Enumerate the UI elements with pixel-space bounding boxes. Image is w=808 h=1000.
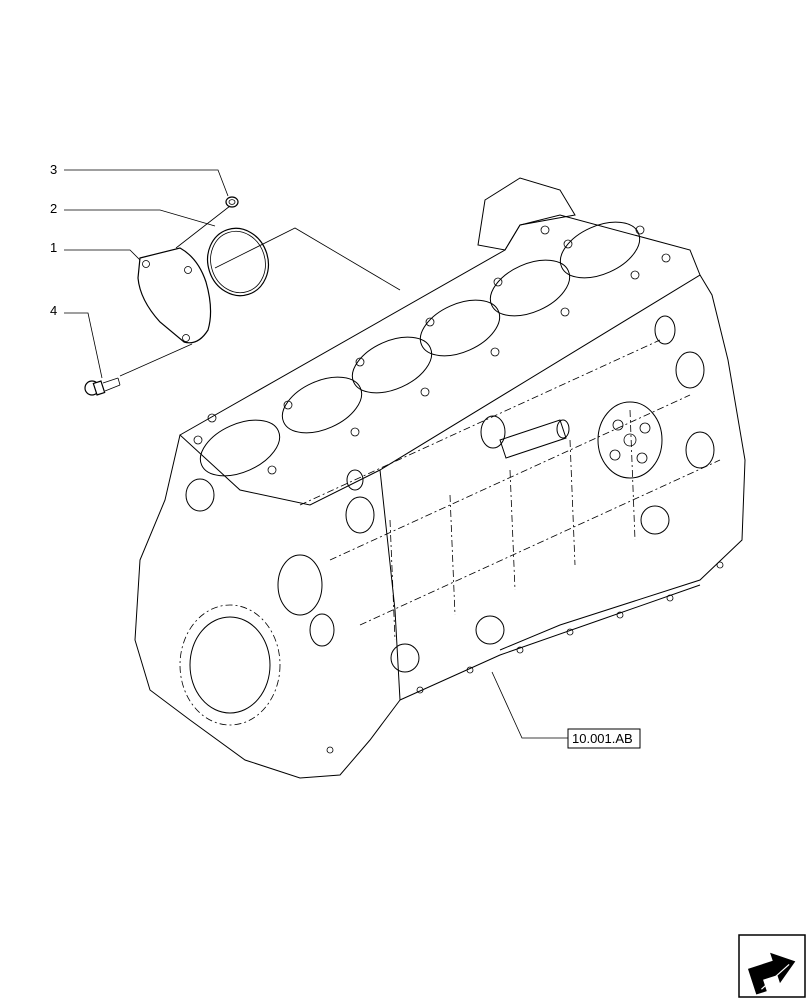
front-aux-bore <box>309 613 335 647</box>
crankcase-line-lower <box>359 459 721 626</box>
callout-label-4: 4 <box>50 303 57 318</box>
callout-3[interactable]: 3 <box>50 162 229 197</box>
callout-label-2: 2 <box>50 201 57 216</box>
callout-2[interactable]: 2 <box>50 201 216 227</box>
assembly-line <box>214 227 401 291</box>
reference-box <box>567 728 641 749</box>
cylinder-bore-4 <box>419 299 501 357</box>
callout-4[interactable]: 4 <box>50 303 103 379</box>
cylinder-bore-6 <box>559 221 641 279</box>
leader-cover-to-bolt <box>119 343 193 377</box>
flange-bolt <box>84 377 121 396</box>
cylinder-bore-3 <box>351 336 433 394</box>
rib-1 <box>389 519 396 641</box>
cover-hole-1 <box>142 260 150 268</box>
block-rear-face <box>499 274 746 651</box>
large-o-ring <box>206 227 270 297</box>
crankcase-line-middle <box>329 394 691 561</box>
cover-plate <box>137 247 212 344</box>
callout-1[interactable]: 1 <box>50 240 143 263</box>
reference-label: 10.001.AB <box>572 731 633 746</box>
reference-leader-line <box>491 671 568 739</box>
oil-gallery-tube <box>499 419 567 459</box>
rib-2 <box>449 494 456 616</box>
rear-port-1 <box>675 351 705 389</box>
rib-5 <box>629 409 636 541</box>
rear-port-2 <box>685 431 715 469</box>
front-boss <box>185 478 215 512</box>
rear-gear <box>597 401 663 479</box>
front-crank-bore-outer <box>179 604 281 726</box>
rear-port-3 <box>640 505 670 535</box>
front-cam-bore <box>277 554 323 616</box>
block-front-side <box>134 434 401 779</box>
leader-line-4 <box>64 312 103 379</box>
page-forward-arrow-icon[interactable] <box>738 934 806 998</box>
callout-label-3: 3 <box>50 162 57 177</box>
cylinder-bore-2 <box>281 376 363 434</box>
rib-3 <box>509 469 516 591</box>
leader-ring-small <box>175 205 231 249</box>
block-bottom-rail <box>399 584 701 701</box>
leader-line-1 <box>64 249 143 263</box>
callout-label-1: 1 <box>50 240 57 255</box>
side-boss-1 <box>345 496 375 534</box>
crankcase-line-upper <box>299 339 661 506</box>
rib-4 <box>569 439 576 566</box>
reference-callout[interactable]: 10.001.AB <box>491 671 641 749</box>
engine-block <box>134 177 746 779</box>
front-crank-bore <box>189 616 271 714</box>
leader-line-3 <box>64 169 229 197</box>
lower-boss-2 <box>475 615 505 645</box>
deck-bolt-holes <box>193 225 671 475</box>
cylinder-bore-1 <box>199 419 281 477</box>
side-boss-3 <box>346 469 364 491</box>
side-boss-2 <box>480 415 506 449</box>
cover-hole-2 <box>184 266 192 274</box>
pan-flange-holes <box>326 561 724 754</box>
cover-hole-3 <box>182 334 190 342</box>
large-o-ring-inner <box>210 230 266 294</box>
small-o-ring-inner <box>228 199 236 205</box>
lower-boss-1 <box>390 643 420 673</box>
block-rear-tower <box>477 177 576 251</box>
rear-port-4 <box>654 315 676 345</box>
cylinder-bore-5 <box>489 259 571 317</box>
small-o-ring <box>225 196 239 208</box>
oil-gallery-end <box>556 419 570 439</box>
leader-line-2 <box>64 209 216 227</box>
